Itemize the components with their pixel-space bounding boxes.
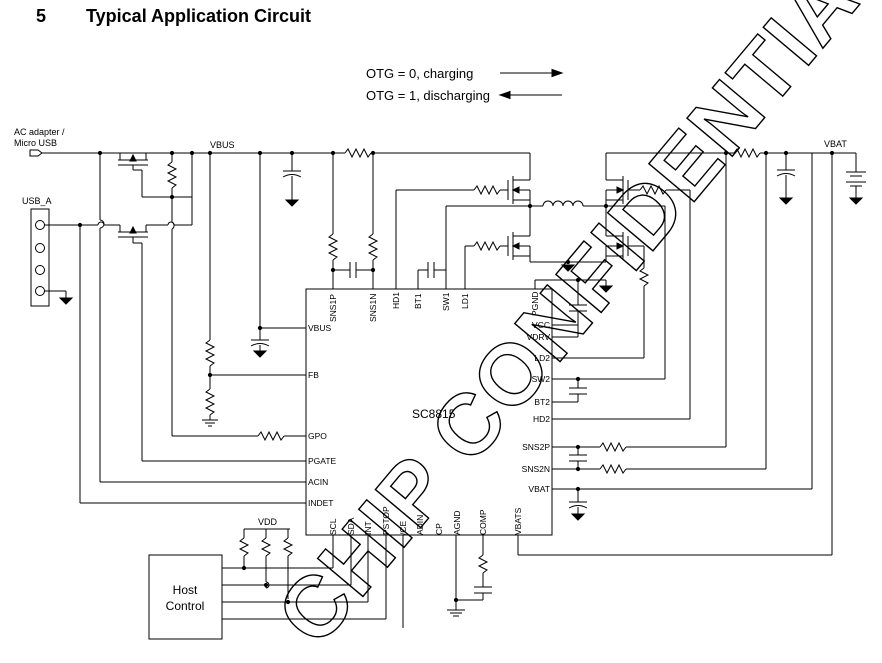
control-label: Control [166,599,205,613]
pin-gpo: GPO [308,431,327,441]
pin-sns1n: SNS1N [368,294,378,322]
pin-ld1: LD1 [460,293,470,309]
usb-pin-icon [35,220,45,230]
pin-pstop: PSTOP [381,506,391,535]
pin-hd1: HD1 [391,292,401,309]
vbat-net-label: VBAT [824,139,847,149]
otg-legend: OTG = 0, charging OTG = 1, discharging [366,66,564,103]
legend-discharging: OTG = 1, discharging [366,88,490,103]
pin-indet: INDET [308,498,334,508]
arrow-right-icon [551,68,564,78]
pin-bt2: BT2 [534,397,550,407]
pin-fb: FB [308,370,319,380]
input-pmos-1 [118,153,148,197]
vbus-net-label: VBUS [210,140,235,150]
usb-pin-icon [35,286,45,296]
vdd-label: VDD [258,517,278,527]
pin-acin: ACIN [308,477,328,487]
ground-icon [598,285,614,293]
ground-icon [58,297,74,305]
hs-mosfet-1 [507,152,531,236]
pin-vcc: VCC [532,320,550,330]
legend-charging: OTG = 0, charging [366,66,473,81]
ic-top-pins: SNS1P SNS1N HD1 BT1 SW1 LD1 PGND [328,291,540,322]
pin-comp: COMP [478,509,488,535]
inductor [542,200,584,207]
pin-vbats: VBATS [513,507,523,535]
pin-hd2: HD2 [533,414,550,424]
pin-int: INT [363,521,373,535]
ground-icon [560,264,576,272]
usb-pin-icon [35,265,45,275]
pin-pgnd: PGND [530,291,540,316]
ic-right-pins: VCC VDRV LD2 SW2 BT2 HD2 SNS2P SNS2N VBA… [522,320,551,494]
ac-adapter-label: AC adapter / [14,127,65,137]
pin-pgate: PGATE [308,456,337,466]
pin-sda: SDA [346,517,356,535]
host-control-block [148,554,223,640]
usb-a-connector [30,208,50,307]
input-connector-icon [29,149,43,157]
sc8815-ic [305,288,553,536]
ground-icon [252,350,268,358]
battery-ground-icon [848,197,864,205]
micro-usb-label: Micro USB [14,138,57,148]
confidential-watermark: CHIP CONFIDENTIAL [259,0,882,662]
pin-sns1p: SNS1P [328,294,338,322]
ic-left-pins: VBUS FB GPO PGATE ACIN INDET [308,323,337,508]
usb-pin-icon [35,243,45,253]
pin-bt1: BT1 [413,293,423,309]
ls-mosfet-1 [507,232,531,262]
pin-agnd: AGND [452,510,462,535]
usb-a-label: USB_A [22,196,52,206]
ground-icon [778,197,794,205]
pin-sns2n: SNS2N [522,464,550,474]
pin-cp: CP [434,523,444,535]
hs-mosfet-2 [605,153,629,236]
pin-vbus: VBUS [308,323,331,333]
pin-ce: /CE [398,521,408,536]
pin-sw1: SW1 [441,292,451,311]
pin-vbat: VBAT [528,484,550,494]
arrow-left-icon [498,90,511,100]
ic-bottom-pins: SCL SDA INT PSTOP /CE ADIN CP AGND COMP … [328,506,523,535]
host-label: Host [173,583,198,597]
ground-icon [570,513,586,521]
pin-sns2p: SNS2P [522,442,550,452]
pin-sw2: SW2 [532,374,551,384]
section-number: 5 [36,6,47,26]
pin-adin: ADIN [415,515,425,535]
pin-scl: SCL [328,518,338,535]
pin-ld2: LD2 [534,353,550,363]
pin-vdrv: VDRV [527,332,551,342]
ground-icon [284,199,300,207]
section-title: Typical Application Circuit [86,6,312,26]
input-pmos-2 [116,224,168,238]
ic-name: SC8815 [412,407,456,421]
